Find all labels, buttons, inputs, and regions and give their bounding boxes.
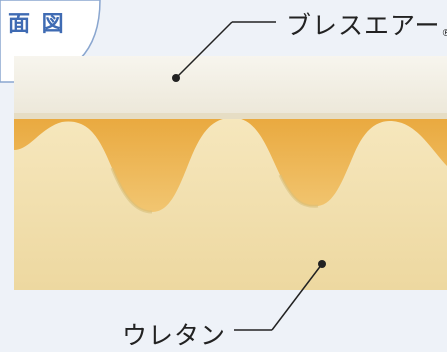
bottom-leader-dot bbox=[318, 260, 326, 268]
urethane-valley-shadow bbox=[110, 167, 319, 214]
top-leader-dot bbox=[172, 74, 180, 82]
urethane-label: ウレタン bbox=[122, 321, 227, 350]
bottom-leader-line bbox=[271, 263, 323, 331]
registered-mark: ® bbox=[442, 28, 447, 39]
urethane-front-layer bbox=[14, 117, 447, 290]
breathair-layer bbox=[14, 56, 447, 118]
top-leader-line bbox=[175, 21, 233, 79]
section-title: 面 図 bbox=[8, 12, 66, 37]
breathair-label-text: ブレスエアー bbox=[286, 11, 441, 40]
breathair-label: ブレスエアー® bbox=[286, 6, 447, 42]
breathair-layer-edge bbox=[14, 113, 447, 119]
